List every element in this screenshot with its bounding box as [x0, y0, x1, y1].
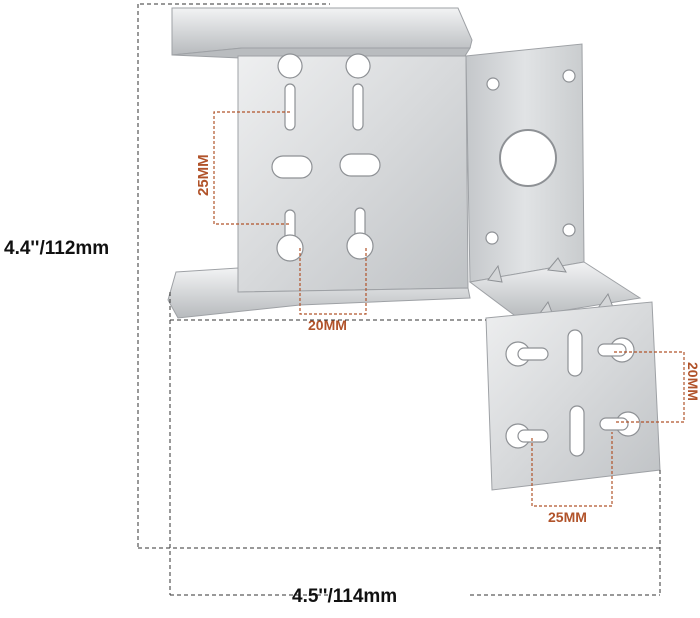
- width-dimension-guides: [169, 292, 661, 596]
- shaft-hole: [499, 129, 557, 187]
- keyhole-slots: [271, 53, 381, 262]
- side-face-holes: [485, 69, 576, 245]
- connecting-tab: [468, 261, 642, 319]
- accent-dimension-lines: [213, 111, 685, 507]
- plate-keyhole-slots: [505, 329, 641, 457]
- width-label: 4.5''/114mm: [292, 586, 397, 607]
- lower-plate: [468, 257, 661, 491]
- upper-horizontal-spacing-label: 20MM: [308, 317, 347, 333]
- upper-vertical-spacing-label: 25MM: [195, 154, 212, 196]
- lower-vertical-spacing-label: 20MM: [685, 362, 700, 401]
- height-label: 4.4''/112mm: [4, 238, 109, 259]
- upper-bracket: [167, 7, 585, 319]
- lower-horizontal-spacing-label: 25MM: [548, 509, 587, 525]
- bottom-flange: [167, 267, 471, 319]
- height-dimension-guides: [137, 3, 660, 549]
